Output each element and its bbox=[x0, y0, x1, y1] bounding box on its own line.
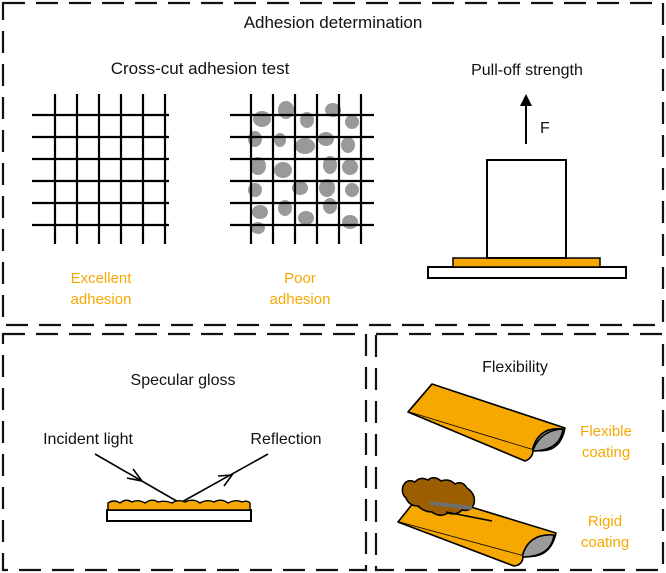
crosscut-poor-grid-icon bbox=[230, 94, 374, 244]
rigid-label-line1: Rigid bbox=[588, 513, 622, 530]
poor-label-line2: adhesion bbox=[270, 291, 331, 308]
top-panel-title: Adhesion determination bbox=[244, 13, 423, 32]
excellent-label-line1: Excellent bbox=[71, 270, 133, 287]
crosscut-poor-spots bbox=[248, 101, 359, 234]
gloss-sample-icon bbox=[106, 499, 252, 522]
crosscut-title: Cross-cut adhesion test bbox=[111, 59, 290, 78]
flexible-label-line1: Flexible bbox=[580, 423, 632, 440]
cracked-panel-icon bbox=[397, 476, 557, 567]
pulloff-title: Pull-off strength bbox=[471, 62, 583, 79]
top-panel-border bbox=[1, 1, 665, 327]
flex-panel-border bbox=[374, 332, 665, 572]
gloss-panel-border bbox=[1, 332, 368, 572]
light-rays bbox=[94, 453, 269, 504]
reflection-label: Reflection bbox=[250, 431, 321, 448]
flexible-label-line2: coating bbox=[582, 444, 630, 461]
flex-title: Flexibility bbox=[482, 359, 548, 376]
crosscut-grid-icon bbox=[32, 94, 169, 244]
force-label: F bbox=[540, 120, 550, 137]
rigid-label-line2: coating bbox=[581, 534, 629, 551]
poor-label-line1: Poor bbox=[284, 270, 316, 287]
excellent-label-line2: adhesion bbox=[71, 291, 132, 308]
gloss-title: Specular gloss bbox=[131, 372, 236, 389]
force-arrow-icon bbox=[520, 94, 532, 144]
incident-light-label: Incident light bbox=[43, 431, 133, 448]
pulloff-dolly-icon bbox=[427, 159, 627, 279]
bent-panel-icon bbox=[407, 383, 566, 462]
